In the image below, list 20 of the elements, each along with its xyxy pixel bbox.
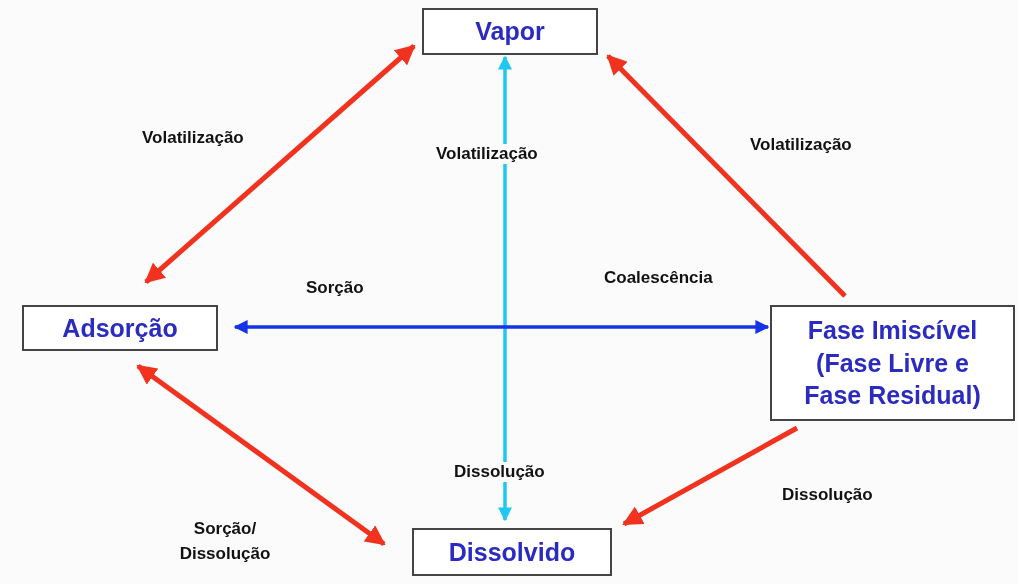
- box-label: Vapor: [475, 16, 545, 48]
- arrow: [136, 363, 386, 547]
- arrow: [622, 425, 799, 527]
- process-label: Dissolução: [780, 485, 875, 505]
- box-label: Adsorção: [62, 312, 178, 344]
- state-box: [22, 305, 218, 351]
- arrow: [498, 55, 512, 522]
- process-label: Volatilização: [434, 144, 540, 164]
- box-label: Dissolvido: [448, 536, 576, 568]
- process-label: Volatilização: [140, 128, 246, 148]
- arrow: [144, 44, 416, 284]
- arrow: [233, 320, 770, 334]
- state-box: [412, 528, 612, 576]
- process-label: Volatilização: [748, 135, 854, 155]
- arrow: [606, 54, 847, 298]
- state-box: [422, 8, 598, 55]
- process-label: Sorção: [304, 278, 366, 298]
- box-label: Fase Imiscível (Fase Livre e Fase Residual): [803, 315, 982, 412]
- state-box: [770, 305, 1015, 421]
- process-label: Dissolução: [452, 462, 547, 482]
